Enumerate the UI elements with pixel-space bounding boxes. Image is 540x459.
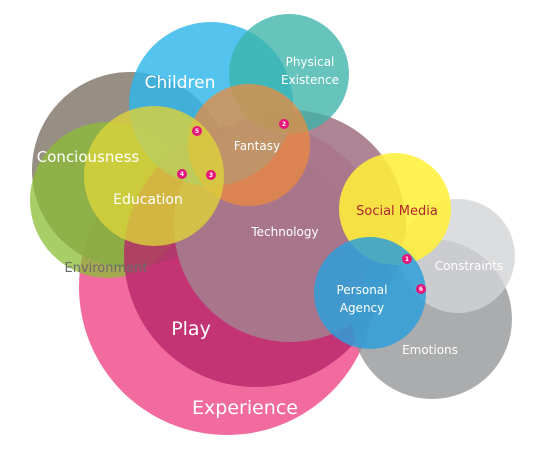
svg-text:2: 2 <box>282 121 286 128</box>
svg-text:5: 5 <box>195 128 199 135</box>
label-education: Education <box>113 192 183 208</box>
svg-text:1: 1 <box>405 256 409 263</box>
circle-social-media <box>339 153 451 265</box>
marker-5: 5 <box>192 126 202 136</box>
label-experience: Experience <box>192 397 298 419</box>
marker-3: 3 <box>206 170 216 180</box>
label-technology: Technology <box>250 225 318 239</box>
label-personal-agency-line2: Agency <box>340 301 385 315</box>
label-social-media: Social Media <box>356 204 438 219</box>
svg-text:6: 6 <box>419 286 423 293</box>
label-physical-existence-line2: Existence <box>281 73 339 87</box>
marker-2: 2 <box>279 119 289 129</box>
marker-6: 6 <box>416 284 426 294</box>
svg-text:4: 4 <box>180 171 184 178</box>
label-consciousness: Conciousness <box>37 148 140 166</box>
label-children: Children <box>145 73 216 93</box>
marker-4: 4 <box>177 169 187 179</box>
marker-1: 1 <box>402 254 412 264</box>
label-constraints: Constraints <box>435 259 503 273</box>
label-emotions: Emotions <box>402 343 458 357</box>
label-environment: Environment <box>64 261 147 276</box>
label-personal-agency-line1: Personal <box>336 283 387 297</box>
label-physical-existence-line1: Physical <box>286 55 335 69</box>
svg-text:3: 3 <box>209 172 213 179</box>
label-fantasy: Fantasy <box>234 139 280 153</box>
circle-education <box>84 106 224 246</box>
circle-personal-agency <box>314 237 426 349</box>
label-play: Play <box>171 318 211 340</box>
